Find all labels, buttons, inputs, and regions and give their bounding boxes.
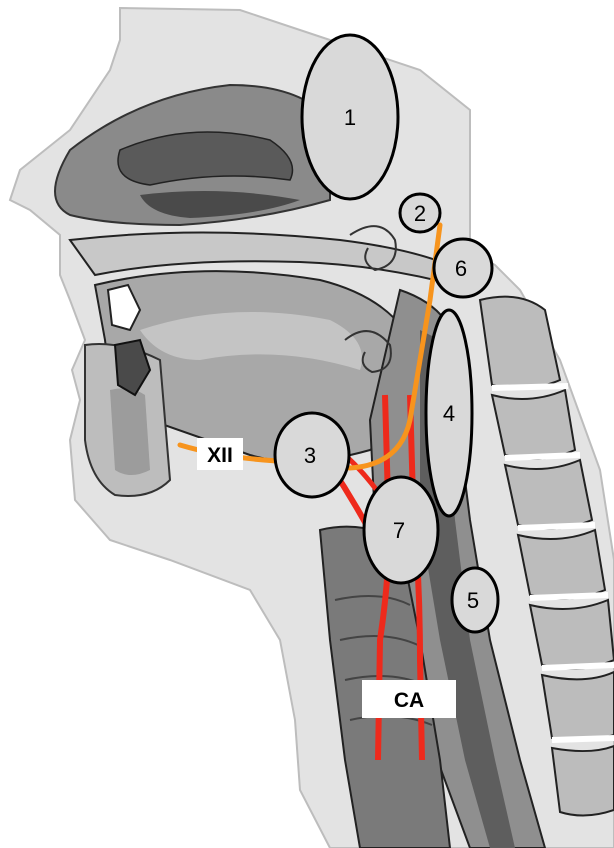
zone-7-label: 7 [393, 518, 405, 543]
zone-7: 7 [364, 477, 438, 583]
zone-1-label: 1 [344, 105, 356, 130]
nerve-tag-label: XII [207, 444, 233, 467]
zone-6-label: 6 [455, 256, 467, 281]
zone-2-label: 2 [414, 201, 426, 226]
artery-tag: CA [362, 680, 456, 718]
zone-5-label: 5 [467, 588, 479, 613]
nerve-tag: XII [197, 438, 243, 470]
mandible-inner [110, 388, 150, 475]
zone-6: 6 [434, 239, 492, 297]
zone-3-label: 3 [304, 443, 316, 468]
zone-4-label: 4 [443, 401, 455, 426]
zone-4: 4 [426, 310, 472, 516]
zone-1: 1 [302, 35, 398, 199]
zone-5: 5 [452, 568, 498, 632]
artery-tag-label: CA [394, 689, 424, 712]
zone-3: 3 [275, 413, 349, 497]
zone-2: 2 [400, 194, 440, 232]
